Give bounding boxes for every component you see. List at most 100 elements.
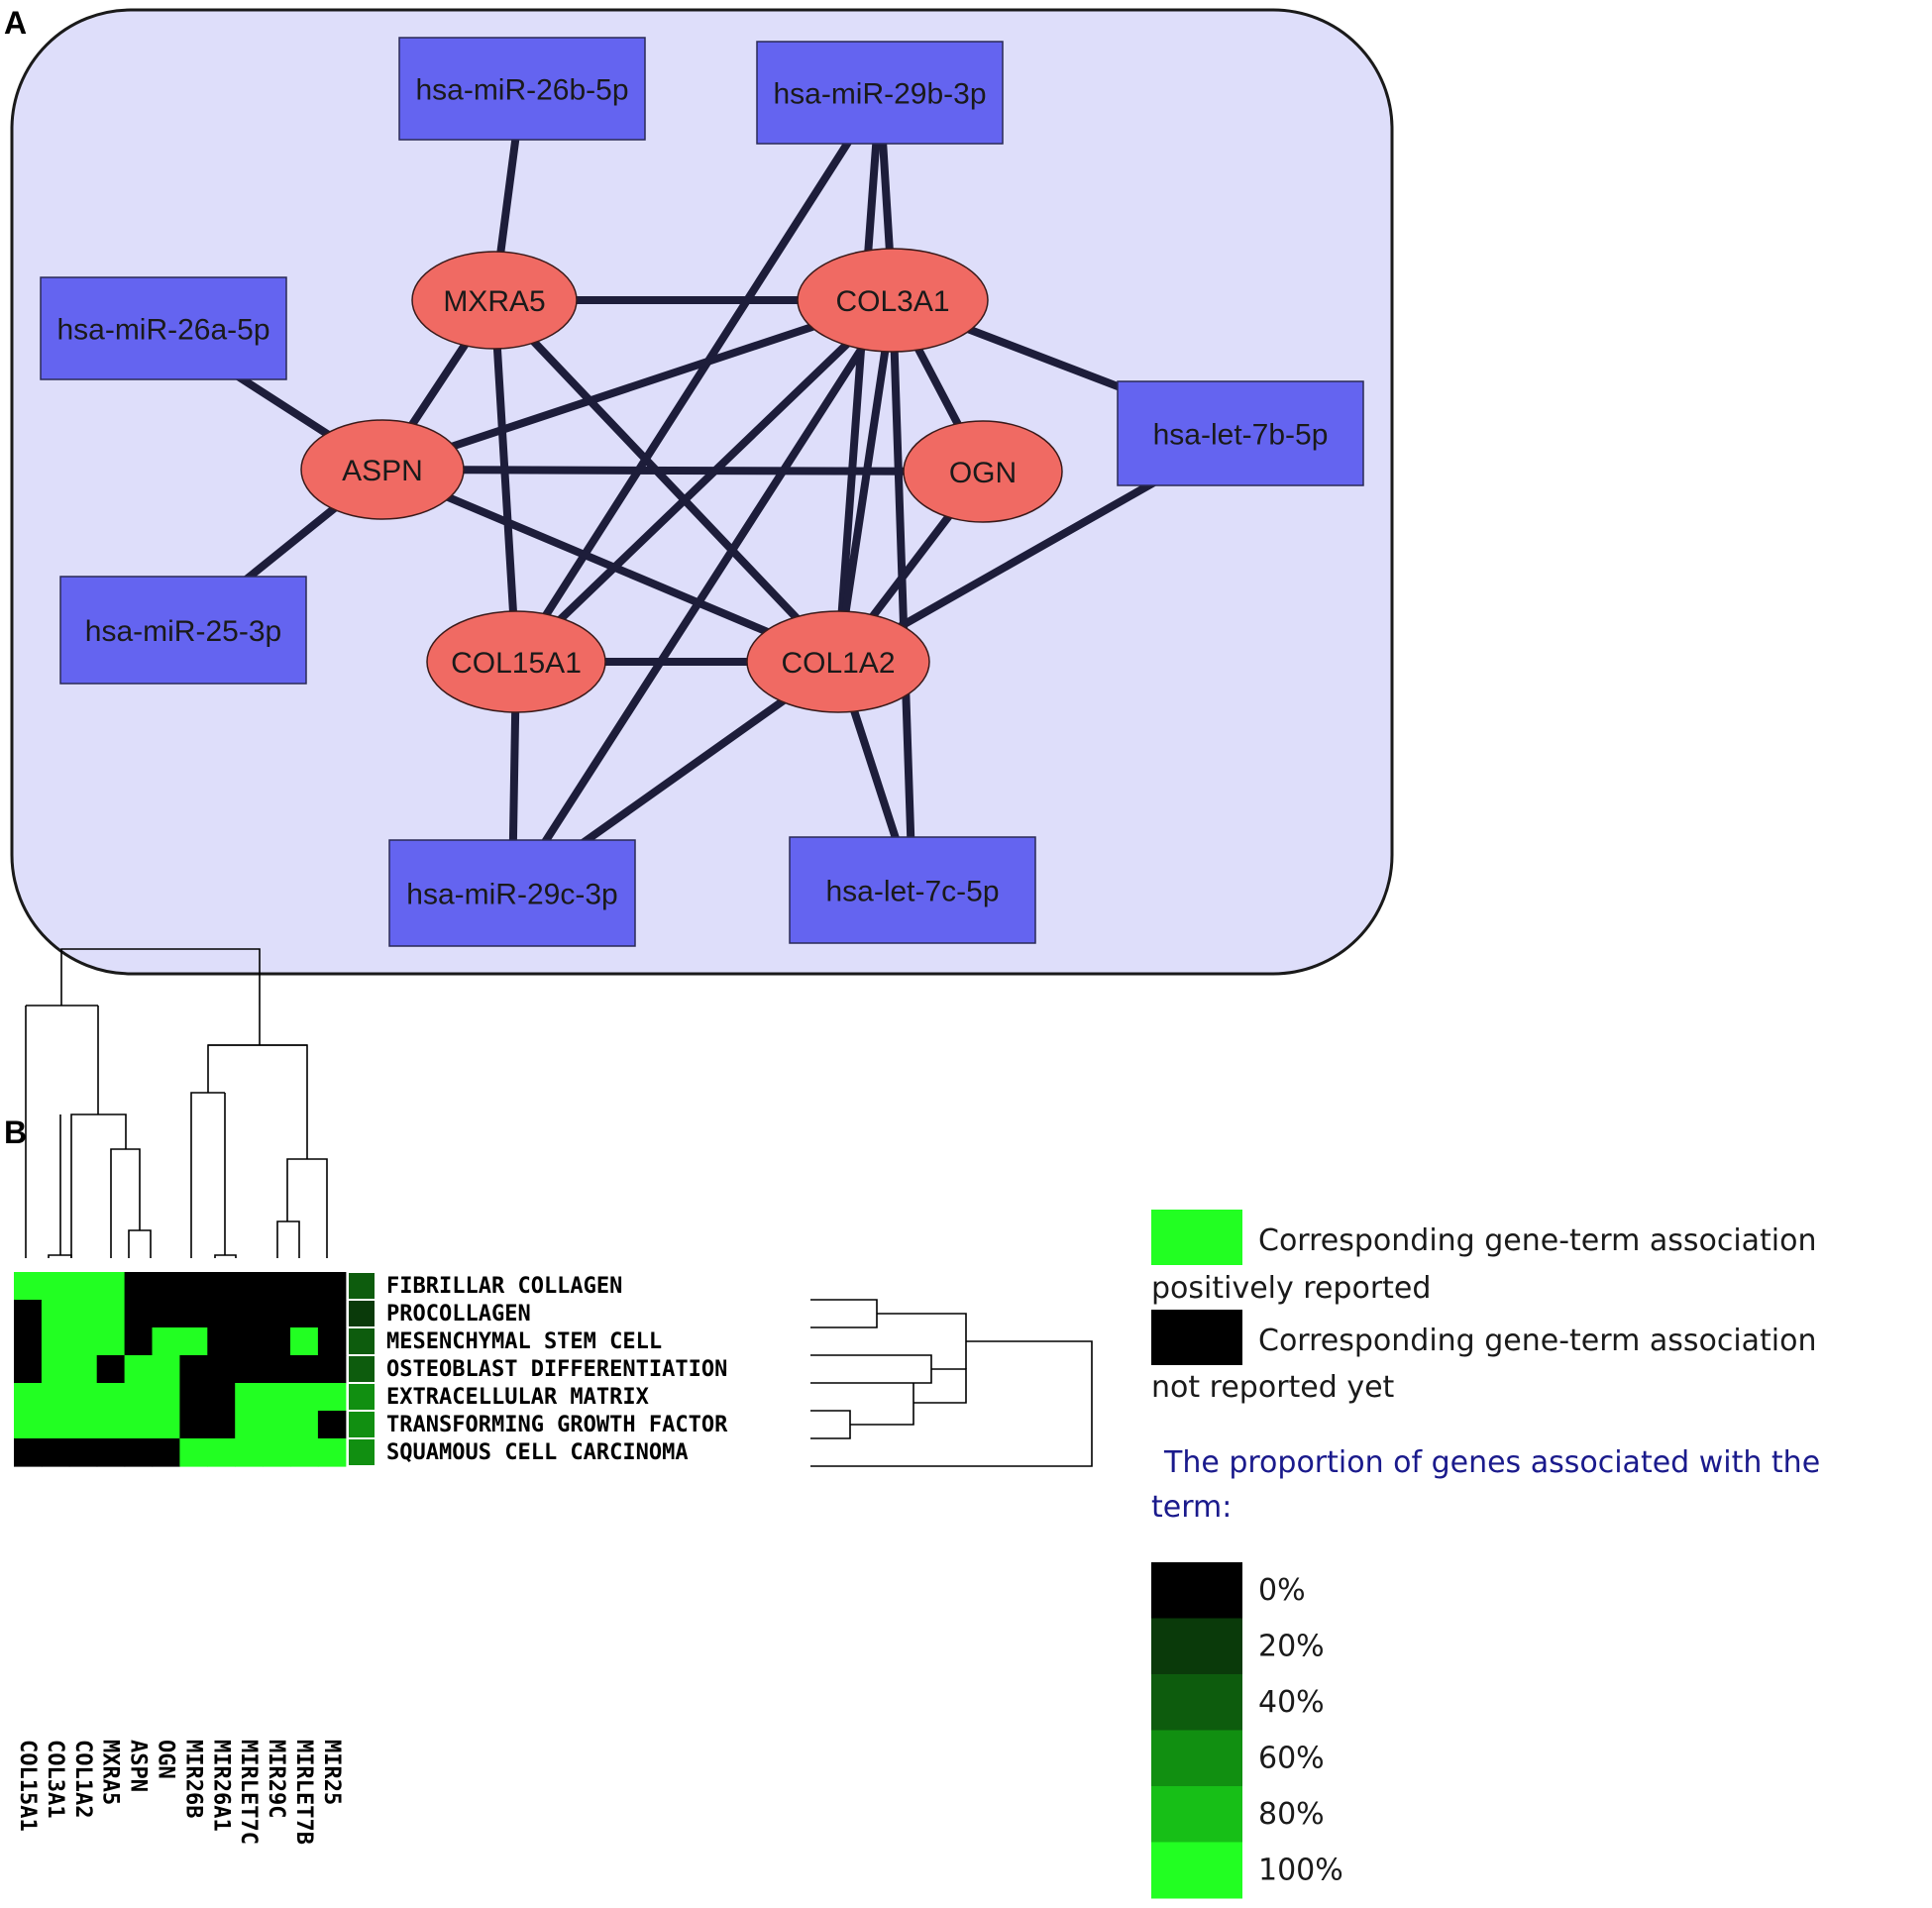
mirna-label: hsa-miR-26b-5p	[415, 74, 628, 107]
mirna-box	[789, 836, 1036, 944]
edge-ASPN-COL3A1	[378, 296, 897, 474]
heatmap-cell	[290, 1355, 319, 1384]
heatmap-cell	[152, 1300, 180, 1328]
column-label: COL3A1	[43, 1740, 67, 1818]
heatmap-cell	[317, 1300, 347, 1328]
legend-negative-swatch	[1151, 1310, 1242, 1365]
heatmap-cell	[290, 1272, 319, 1301]
row-label: PROCOLLAGEN	[386, 1302, 531, 1326]
heatmap-cell	[235, 1411, 264, 1439]
heatmap-cell	[96, 1272, 126, 1301]
mirna-node: hsa-miR-26a-5p	[40, 276, 287, 380]
heatmap-cell	[68, 1272, 98, 1301]
heatmap-cell	[68, 1300, 98, 1328]
heatmap-cell	[152, 1383, 180, 1412]
heatmap-cell	[179, 1355, 208, 1384]
heatmap-cell	[152, 1327, 180, 1356]
heatmap-cell	[14, 1438, 43, 1467]
gene-ellipse	[300, 419, 465, 520]
heatmap-cell	[14, 1383, 43, 1412]
mirna-label: hsa-let-7c-5p	[825, 876, 999, 908]
column-label: MXRA5	[98, 1740, 123, 1805]
heatmap-cell	[263, 1438, 291, 1467]
heatmap-cell	[152, 1355, 180, 1384]
heatmap-cell	[235, 1355, 264, 1384]
gene-ellipse	[426, 610, 606, 713]
heatmap-cell	[235, 1300, 264, 1328]
mirna-node: hsa-miR-26b-5p	[398, 37, 646, 141]
proportion-column	[349, 1273, 375, 1465]
edge-COL3A1-COL15A1	[512, 296, 897, 666]
heatmap-cell	[124, 1272, 154, 1301]
scale-swatch	[1151, 1730, 1242, 1787]
heatmap-cell	[207, 1411, 236, 1439]
heatmap-cell	[179, 1383, 208, 1412]
heatmap-cell	[68, 1327, 98, 1356]
network-nodes: hsa-miR-26b-5p hsa-miR-29b-3p hsa-miR-26a-…	[40, 37, 1364, 947]
row-label: MESENCHYMAL STEM CELL	[386, 1329, 662, 1354]
heatmap-cell	[263, 1327, 291, 1356]
mirna-label: hsa-miR-25-3p	[85, 615, 281, 648]
heatmap-cell	[263, 1300, 291, 1328]
column-label: MIR26A1	[208, 1740, 233, 1832]
heatmap-cell	[14, 1327, 43, 1356]
mirna-node: hsa-let-7c-5p	[789, 836, 1036, 944]
heatmap-cell	[41, 1327, 70, 1356]
row-labels: FIBRILLAR COLLAGENPROCOLLAGENMESENCHYMAL…	[386, 1274, 728, 1465]
scale-swatch	[1151, 1786, 1242, 1843]
mirna-box	[756, 41, 1004, 145]
gene-label: COL15A1	[451, 647, 582, 680]
mirna-label: hsa-miR-26a-5p	[56, 314, 269, 347]
heatmap-cell	[14, 1355, 43, 1384]
heatmap-cell	[124, 1411, 154, 1439]
mirna-box	[59, 576, 307, 685]
heatmap-cell	[96, 1327, 126, 1356]
heatmap-cell	[207, 1355, 236, 1384]
heatmap-cell	[41, 1438, 70, 1467]
scale-swatch	[1151, 1618, 1242, 1675]
scale-label: 0%	[1258, 1573, 1306, 1608]
heatmap-cell	[317, 1355, 347, 1384]
legend-positive-swatch	[1151, 1210, 1242, 1265]
heatmap-cell	[179, 1327, 208, 1356]
edge-COL3A1-COL1A2	[834, 296, 897, 666]
panel-a-label: A	[4, 5, 27, 41]
proportion-cell	[349, 1328, 375, 1354]
scale-label: 100%	[1258, 1854, 1343, 1888]
scale-label: 60%	[1258, 1742, 1325, 1776]
heatmap-cell	[235, 1383, 264, 1412]
scale-label: 80%	[1258, 1797, 1325, 1832]
gene-node: MXRA5	[411, 251, 578, 350]
heatmap-cell	[207, 1383, 236, 1412]
heatmap-cell	[68, 1438, 98, 1467]
column-dendrogram	[25, 948, 328, 1258]
edge-MXRA5-COL1A2	[490, 296, 842, 666]
heatmap-cell	[124, 1300, 154, 1328]
gene-node: ASPN	[300, 419, 465, 520]
mirna-node: hsa-miR-29b-3p	[756, 41, 1004, 145]
network-background	[10, 8, 1394, 976]
heatmap-cell	[179, 1300, 208, 1328]
heatmap-cell	[41, 1300, 70, 1328]
proportion-cell	[349, 1412, 375, 1437]
edge-m29b-COL1A2	[834, 88, 884, 666]
row-dendrogram	[810, 1299, 1093, 1467]
gene-node: COL15A1	[426, 610, 606, 713]
gene-ellipse	[903, 420, 1063, 523]
column-label: MIRLET7B	[291, 1740, 316, 1845]
heatmap-cell	[290, 1438, 319, 1467]
gene-label: COL1A2	[781, 647, 895, 680]
heatmap-cell	[317, 1327, 347, 1356]
heatmap-cell	[14, 1411, 43, 1439]
heatmap-cell	[68, 1355, 98, 1384]
column-label: ASPN	[126, 1740, 151, 1792]
proportion-scale: 0%20%40%60%80%100%	[1151, 1562, 1343, 1899]
heatmap-cell	[263, 1272, 291, 1301]
gene-label: OGN	[949, 457, 1017, 489]
heatmap-cell	[317, 1438, 347, 1467]
mirna-box	[398, 37, 646, 141]
gene-label: ASPN	[342, 455, 423, 487]
heatmap	[14, 1272, 347, 1467]
